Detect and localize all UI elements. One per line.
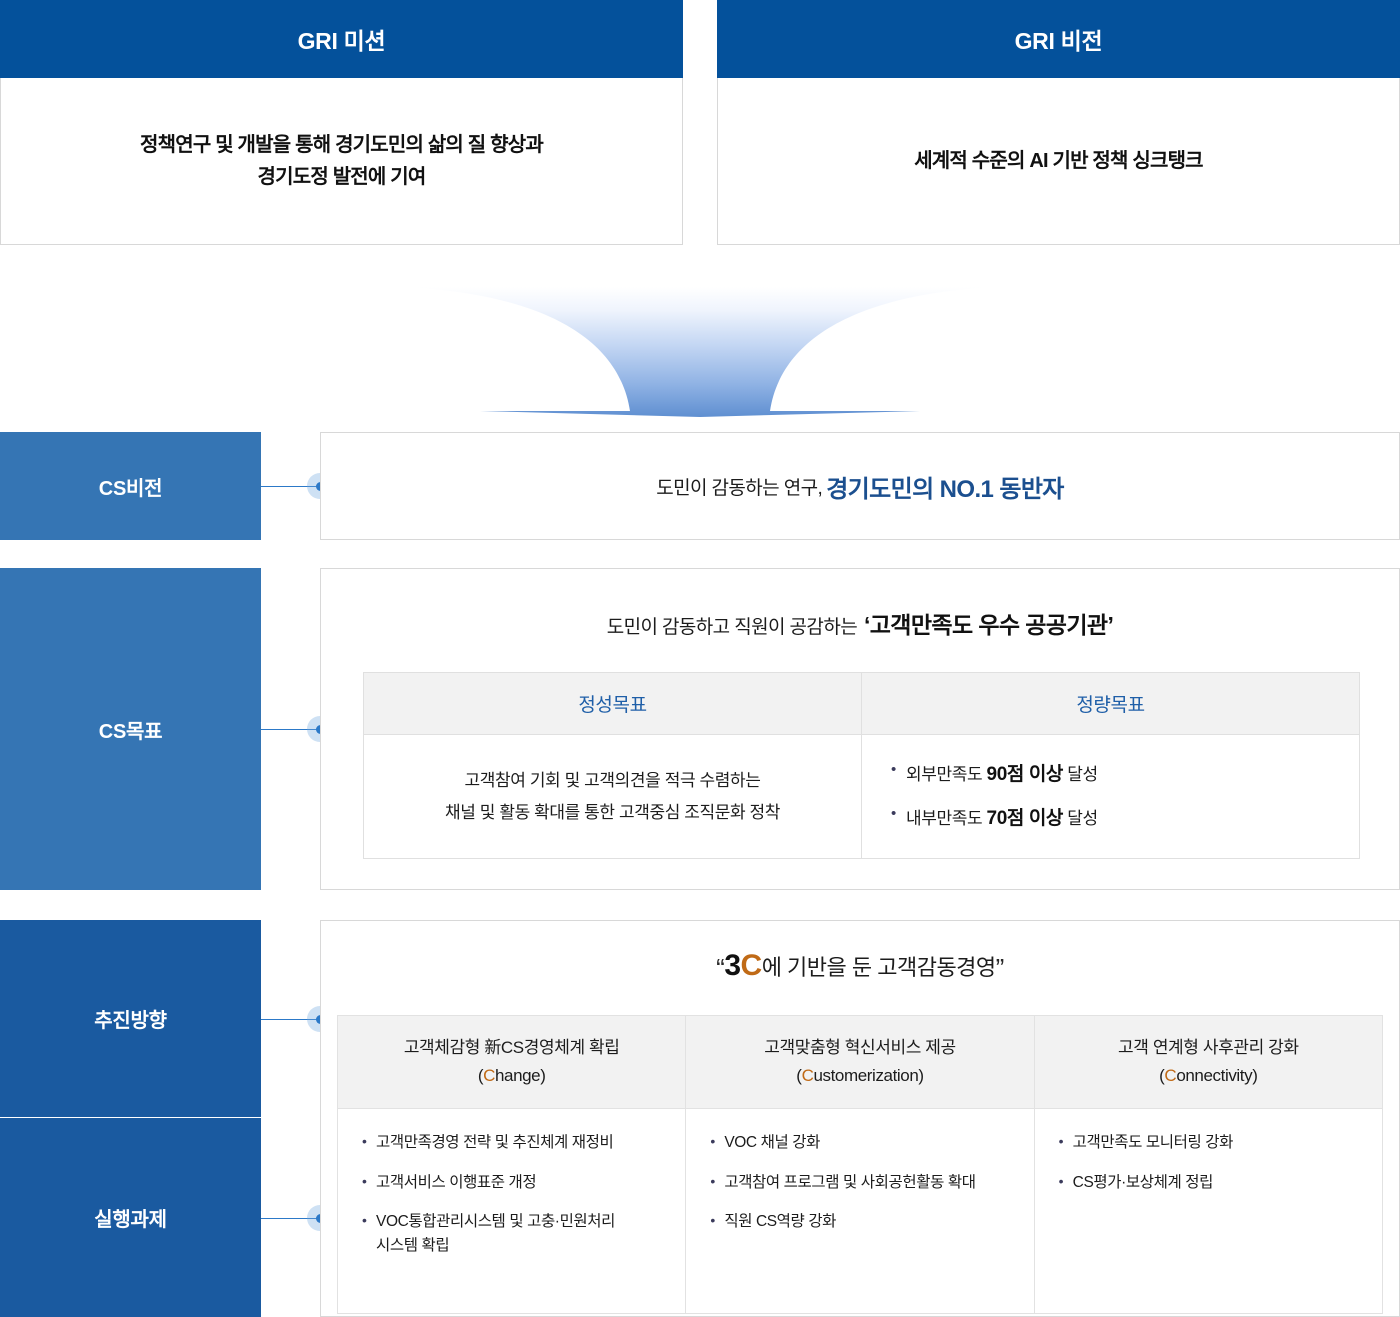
direction-eng-c-0: C <box>483 1066 495 1085</box>
direction-eng-open-1: ( <box>796 1066 802 1085</box>
direction-title-customerization: 고객맞춤형 혁신서비스 제공 <box>764 1037 956 1057</box>
list-item: 고객만족도 모니터링 강화 <box>1059 1131 1366 1155</box>
list-item: 고객참여 프로그램 및 사회공헌활동 확대 <box>710 1171 1017 1195</box>
list-item: VOC 채널 강화 <box>710 1131 1017 1155</box>
direction-eng-rest-2: onnectivity) <box>1176 1066 1258 1085</box>
three-c-number: 3 <box>724 949 741 982</box>
gri-vision-body: 세계적 수준의 AI 기반 정책 싱크탱크 <box>717 78 1400 245</box>
direction-eng-rest-1: ustomerization) <box>813 1066 924 1085</box>
task-list-connectivity: 고객만족도 모니터링 강화 CS평가·보상체계 정립 <box>1057 1131 1366 1194</box>
cs-vision-accent-text: 경기도민의 NO.1 동반자 <box>826 475 1064 503</box>
sidebar-item-cs-vision[interactable]: CS비전 <box>0 432 261 540</box>
sidebar-item-direction-label: 추진방향 <box>94 1010 167 1032</box>
cs-vision-plain-text: 도민이 감동하는 연구, <box>656 477 823 499</box>
column-header-change: 고객체감형 新CS경영체계 확립 (Change) <box>336 1015 687 1109</box>
quant-0-post: 달성 <box>1062 764 1098 784</box>
connector-line-cs-vision <box>261 486 320 487</box>
task-text: CS평가·보상체계 정립 <box>1072 1173 1214 1191</box>
three-c-heading: “3C에 기반을 둔 고객감동경영” <box>321 921 1399 984</box>
gri-mission-header: GRI 미션 <box>0 0 683 78</box>
task-text: 직원 CS역량 강화 <box>724 1213 837 1231</box>
table-header-row: 고객체감형 新CS경영체계 확립 (Change) 고객맞춤형 혁신서비스 제공… <box>336 1015 1384 1109</box>
sidebar-item-task[interactable]: 실행과제 <box>0 1118 261 1317</box>
direction-eng-rest-0: hange) <box>494 1066 546 1085</box>
cell-quantitative-goal: 외부만족도 90점 이상 달성 내부만족도 70점 이상 달성 <box>861 734 1360 859</box>
connector-line-task <box>261 1218 320 1219</box>
quant-0-pre: 외부만족도 <box>906 764 987 784</box>
task-list-change: 고객만족경영 전략 및 추진체계 재정비 고객서비스 이행표준 개정 VOC통합… <box>360 1131 669 1257</box>
open-quote: “ <box>716 953 725 983</box>
gri-vision-panel: GRI 비전 세계적 수준의 AI 기반 정책 싱크탱크 <box>717 0 1400 247</box>
column-header-connectivity: 고객 연계형 사후관리 강화 (Connectivity) <box>1033 1015 1384 1109</box>
list-item: 고객서비스 이행표준 개정 <box>362 1171 669 1195</box>
direction-eng-c-1: C <box>801 1066 814 1085</box>
cs-vision-statement: 도민이 감동하는 연구, 경기도민의 NO.1 동반자 <box>321 433 1399 539</box>
column-header-qualitative: 정성목표 <box>363 672 862 735</box>
three-c-letter: C <box>740 949 763 982</box>
task-text: 고객만족경영 전략 및 추진체계 재정비 <box>376 1134 614 1151</box>
quant-1-pre: 내부만족도 <box>906 808 987 828</box>
quant-1-post: 달성 <box>1062 808 1098 828</box>
task-list-customerization: VOC 채널 강화 고객참여 프로그램 및 사회공헌활동 확대 직원 CS역량 … <box>708 1131 1017 1234</box>
table-row: 고객만족경영 전략 및 추진체계 재정비 고객서비스 이행표준 개정 VOC통합… <box>336 1108 1384 1314</box>
column-header-quantitative: 정량목표 <box>861 672 1360 735</box>
cell-tasks-customerization: VOC 채널 강화 고객참여 프로그램 및 사회공헌활동 확대 직원 CS역량 … <box>685 1108 1035 1314</box>
quant-1-strong: 70점 이상 <box>986 807 1064 829</box>
task-text: VOC 채널 강화 <box>724 1134 820 1151</box>
gri-vision-text: 세계적 수준의 AI 기반 정책 싱크탱크 <box>914 150 1203 172</box>
sidebar-item-cs-goal[interactable]: CS목표 <box>0 568 261 890</box>
list-item: CS평가·보상체계 정립 <box>1059 1171 1366 1195</box>
table-header-row: 정성목표 정량목표 <box>363 672 1360 735</box>
list-item: 직원 CS역량 강화 <box>710 1210 1017 1234</box>
direction-title-connectivity: 고객 연계형 사후관리 강화 <box>1118 1037 1299 1057</box>
list-item: 외부만족도 90점 이상 달성 <box>891 753 1341 797</box>
direction-eng-open-0: ( <box>477 1066 484 1085</box>
direction-eng-open-2: ( <box>1159 1066 1165 1085</box>
close-quote: ” <box>995 953 1005 983</box>
cs-goal-panel: 도민이 감동하고 직원이 공감하는 ‘고객만족도 우수 공공기관’ 정성목표 정… <box>320 568 1400 890</box>
cell-tasks-change: 고객만족경영 전략 및 추진체계 재정비 고객서비스 이행표준 개정 VOC통합… <box>336 1108 687 1314</box>
direction-eng-c-2: C <box>1164 1066 1177 1085</box>
sidebar-item-direction[interactable]: 추진방향 <box>0 920 261 1117</box>
down-arrow-icon <box>405 285 995 417</box>
sidebar-item-cs-vision-label: CS비전 <box>98 477 163 500</box>
quant-0-strong: 90점 이상 <box>986 763 1064 785</box>
connector-line-cs-goal <box>261 729 320 730</box>
task-text: 고객서비스 이행표준 개정 <box>376 1173 537 1191</box>
gri-vision-header: GRI 비전 <box>717 0 1400 78</box>
task-text: 고객참여 프로그램 및 사회공헌활동 확대 <box>724 1173 976 1191</box>
connector-line-direction <box>261 1019 320 1020</box>
cell-tasks-connectivity: 고객만족도 모니터링 강화 CS평가·보상체계 정립 <box>1033 1108 1384 1314</box>
direction-title-change: 고객체감형 新CS경영체계 확립 <box>403 1037 620 1057</box>
sidebar-item-task-label: 실행과제 <box>94 1209 167 1231</box>
sidebar-item-cs-goal-label: CS목표 <box>98 720 163 743</box>
cs-goal-heading-plain: 도민이 감동하고 직원이 공감하는 <box>606 617 858 638</box>
task-text: 고객만족도 모니터링 강화 <box>1072 1134 1234 1151</box>
column-header-customerization: 고객맞춤형 혁신서비스 제공 (Customerization) <box>685 1015 1035 1109</box>
cs-direction-panel: “3C에 기반을 둔 고객감동경영” 고객체감형 新CS경영체계 확립 (Cha… <box>320 920 1400 1317</box>
direction-task-table: 고객체감형 新CS경영체계 확립 (Change) 고객맞춤형 혁신서비스 제공… <box>336 1015 1384 1314</box>
cs-vision-panel: 도민이 감동하는 연구, 경기도민의 NO.1 동반자 <box>320 432 1400 540</box>
list-item: 내부만족도 70점 이상 달성 <box>891 797 1341 841</box>
list-item: 고객만족경영 전략 및 추진체계 재정비 <box>362 1131 669 1155</box>
three-c-rest: 에 기반을 둔 고객감동경영 <box>761 955 996 980</box>
quantitative-goal-list: 외부만족도 90점 이상 달성 내부만족도 70점 이상 달성 <box>880 753 1341 840</box>
cs-goal-heading-accent: ‘고객만족도 우수 공공기관’ <box>863 612 1114 638</box>
cs-goal-heading: 도민이 감동하고 직원이 공감하는 ‘고객만족도 우수 공공기관’ <box>321 569 1399 640</box>
